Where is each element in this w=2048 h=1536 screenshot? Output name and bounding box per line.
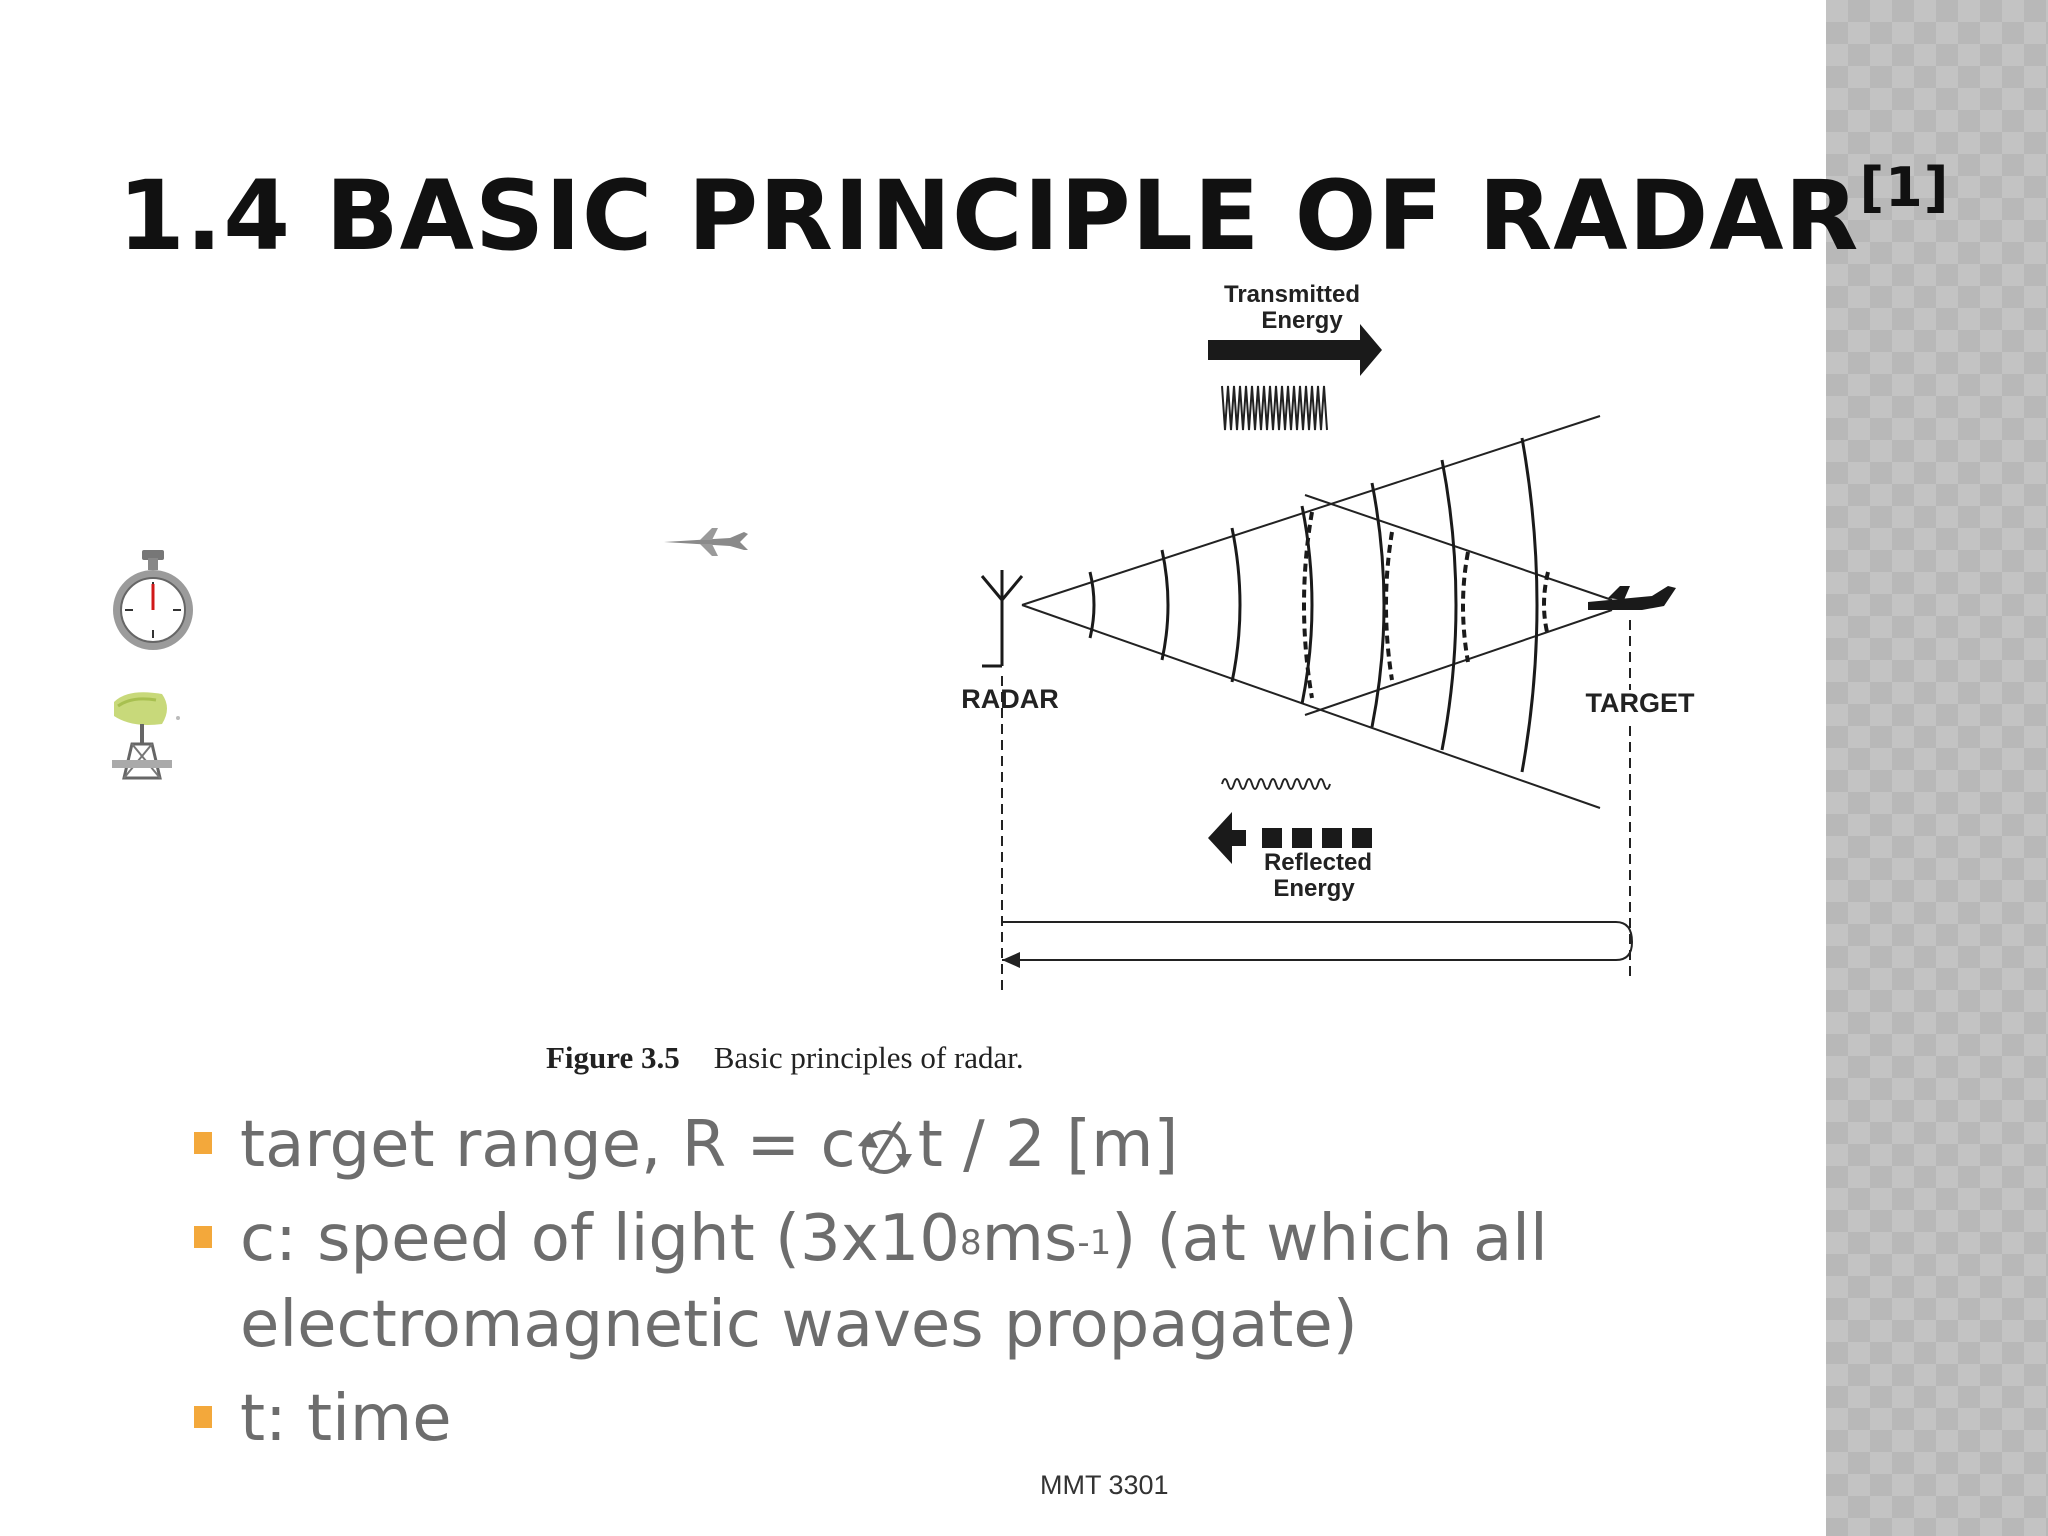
radar-tower-icon [112,692,180,780]
bullet-text: ms [981,1202,1078,1276]
bullet-text: ) (at which all electromagnetic waves pr… [240,1202,1548,1362]
exponent: -1 [1077,1223,1112,1263]
bullet-list: target range, R = c t / 2 [m] c: speed of… [190,1102,1610,1470]
figure-caption: Figure 3.5 Basic principles of radar. [546,1040,1024,1076]
title-reference: [1] [1859,156,1950,219]
exponent: 8 [960,1223,982,1263]
slide-title: 1.4 BASIC PRINCIPLE OF RADAR[1] [118,156,1949,272]
airplane-icon [664,528,748,556]
bullet-text: t / 2 [m] [917,1108,1179,1182]
figure-caption-text: Basic principles of radar. [713,1040,1024,1075]
reflected-label-line1: Reflected [1264,849,1372,876]
title-text: 1.4 BASIC PRINCIPLE OF RADAR [118,160,1860,272]
stopwatch-icon [113,550,193,650]
bullet-text: t: time [240,1382,452,1456]
radar-antenna-icon [980,570,1024,668]
transmitted-arrow [1208,324,1382,376]
bullet-text: c: speed of light (3x10 [240,1202,960,1276]
delta-icon [857,1120,912,1174]
target-label: TARGET [1586,688,1695,718]
transmitted-label-line2: Energy [1261,307,1343,334]
bullet-time: t: time [190,1376,1610,1462]
radar-diagram: Transmitted Energy RADAR TARGET [961,281,1695,996]
target-airplane-icon [1588,586,1676,610]
transmitted-label-line1: Transmitted [1224,281,1360,308]
reflected-arrow [1208,812,1372,864]
figure-caption-number: Figure 3.5 [546,1040,680,1075]
bullet-target-range: target range, R = c t / 2 [m] [190,1102,1610,1188]
decorative-side-panel [1826,0,2048,1536]
bullet-text: target range, R = c [240,1108,856,1182]
reflected-pulse [1221,778,1331,790]
round-trip-path [1002,921,1634,961]
radar-label: RADAR [961,684,1059,714]
footer-course-code: MMT 3301 [1040,1470,1169,1500]
reflected-label-line2: Energy [1273,875,1355,902]
bullet-speed-of-light: c: speed of light (3x108ms-1) (at which … [190,1196,1610,1368]
transmitted-pulse [1221,385,1328,431]
